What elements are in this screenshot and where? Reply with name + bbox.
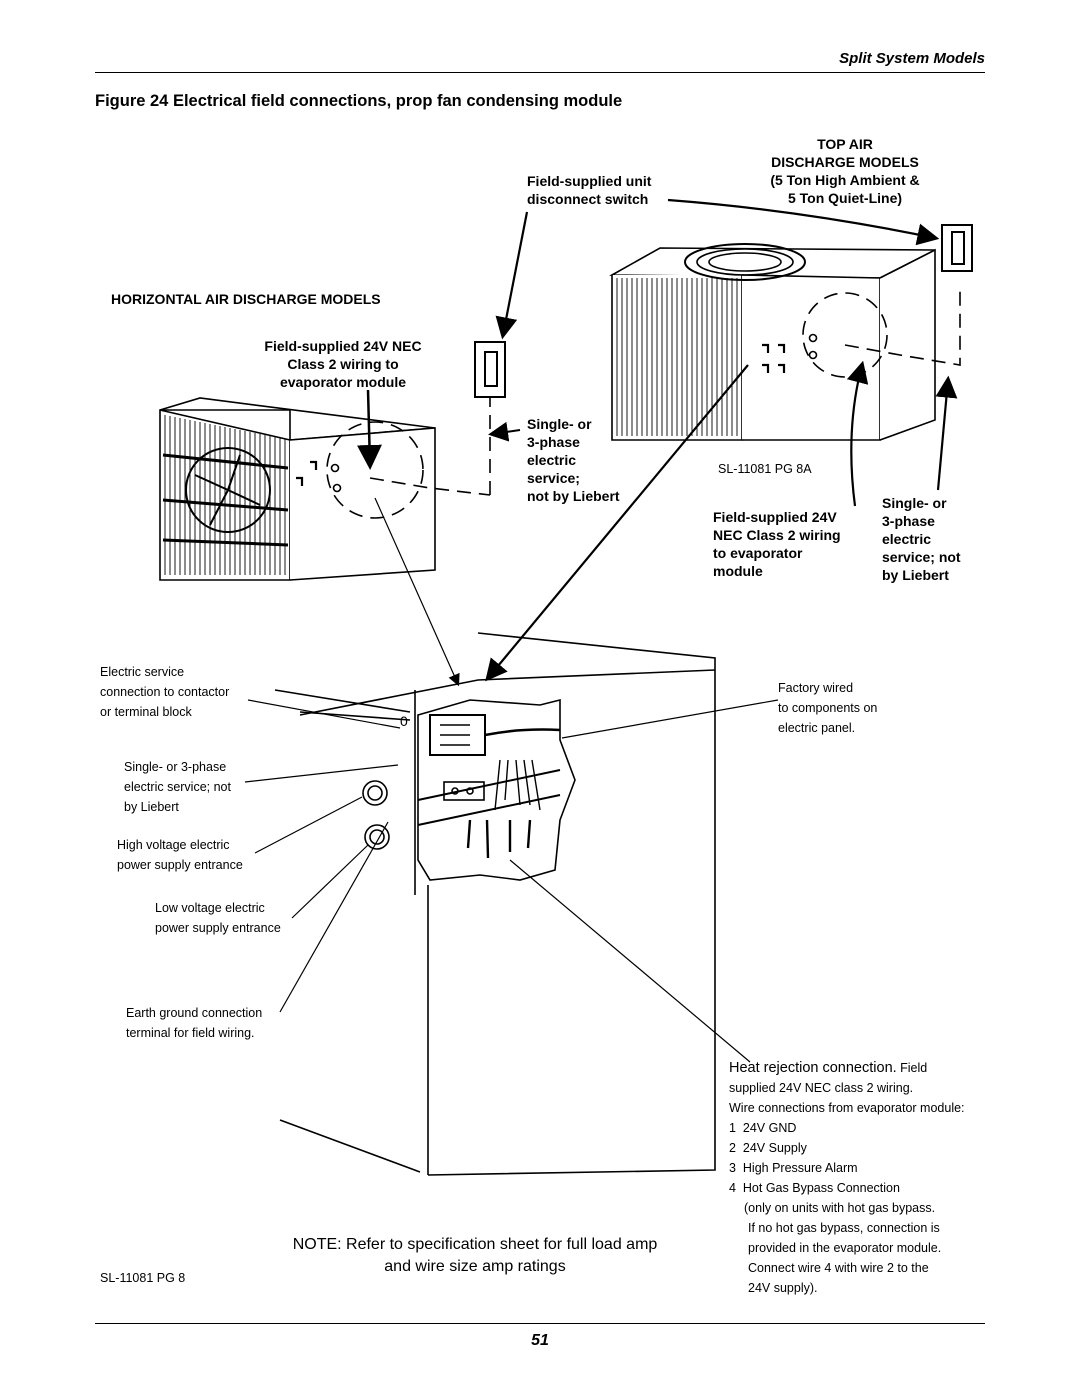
wire-item: 3 High Pressure Alarm [729,1161,858,1175]
sl-8a-code: SL-11081 PG 8A [718,462,812,476]
top-discharge-condenser-unit [609,243,961,441]
top-air-discharge-label: TOP AIR DISCHARGE MODELS (5 Ton High Amb… [770,136,920,206]
electric-service-connection-label: Electric service connection to contactor… [100,665,230,719]
section-header: Split System Models [839,50,985,67]
figure-title: Figure 24 Electrical field connections, … [95,92,623,110]
amp-rating-note: NOTE: Refer to specification sheet for f… [292,1236,658,1275]
wire-item: 2 24V Supply [729,1141,807,1155]
service-right-label: Single- or 3-phase electric service; not… [882,495,961,583]
factory-wired-label: Factory wired to components on electric … [778,681,878,735]
hot-gas-footnote: (only on units with hot gas bypass. If n… [744,1201,942,1295]
svg-text:0: 0 [400,713,408,729]
sl-8-code: SL-11081 PG 8 [100,1271,186,1285]
field-24v-left-label: Field-supplied 24V NEC Class 2 wiring to… [264,338,422,390]
service-mid-label: Single- or 3-phase electric service; not… [527,416,620,504]
earth-ground-label: Earth ground connection terminal for fie… [126,1006,263,1040]
horizontal-models-heading: HORIZONTAL AIR DISCHARGE MODELS [111,291,381,307]
footer-rule [95,1323,985,1324]
field-24v-right-label: Field-supplied 24V NEC Class 2 wiring to… [713,509,841,579]
horizontal-condenser-unit [159,397,491,581]
header-rule [95,72,985,73]
low-voltage-entrance-label: Low voltage electric power supply entran… [155,901,281,935]
disconnect-switch-label: Field-supplied unit disconnect switch [527,173,652,207]
condensing-module-closeup: 0 [274,632,716,1176]
heat-rejection-block: Heat rejection connection. Field supplie… [729,1058,999,1298]
high-voltage-entrance-label: High voltage electric power supply entra… [117,838,243,872]
page-number: 51 [531,1332,549,1349]
wire-item: 1 24V GND [729,1121,797,1135]
wire-item: 4 Hot Gas Bypass Connection [729,1181,900,1195]
service-left-label: Single- or 3-phase electric service; not… [124,760,231,814]
